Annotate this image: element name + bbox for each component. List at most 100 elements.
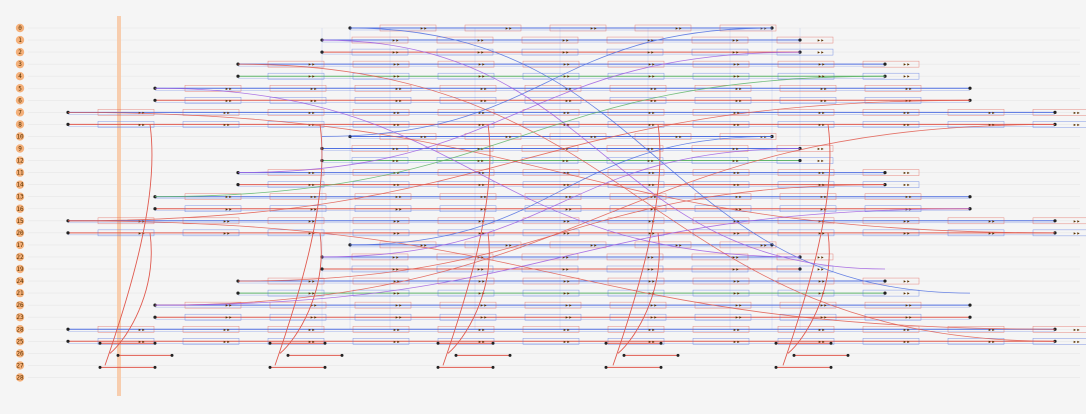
gate-box[interactable] bbox=[269, 193, 327, 200]
node-dot[interactable] bbox=[968, 195, 972, 199]
row-badge[interactable] bbox=[15, 132, 25, 141]
gate-box[interactable] bbox=[521, 36, 579, 44]
gate-box[interactable] bbox=[97, 326, 155, 333]
row-badge[interactable] bbox=[15, 47, 25, 57]
row-badge[interactable] bbox=[15, 337, 25, 346]
gate-box[interactable] bbox=[607, 121, 665, 128]
gate-box[interactable] bbox=[862, 229, 920, 237]
row-badge[interactable] bbox=[15, 96, 25, 105]
gate-box[interactable] bbox=[184, 97, 242, 104]
gate-box[interactable] bbox=[352, 277, 410, 285]
gate-box[interactable] bbox=[692, 277, 750, 285]
node-dot[interactable] bbox=[320, 50, 324, 54]
node-dot[interactable] bbox=[153, 315, 157, 319]
row-badge[interactable] bbox=[15, 23, 25, 33]
gate-box[interactable] bbox=[439, 205, 497, 212]
row-badge[interactable] bbox=[15, 59, 25, 69]
link-curve[interactable] bbox=[104, 124, 153, 366]
gate-box[interactable] bbox=[354, 301, 412, 309]
gate-box[interactable] bbox=[524, 313, 582, 321]
gate-box[interactable] bbox=[352, 72, 410, 80]
gate-box[interactable] bbox=[609, 97, 667, 104]
node-dot[interactable] bbox=[883, 279, 887, 283]
gate-box[interactable] bbox=[862, 169, 920, 176]
gate-box[interactable] bbox=[436, 48, 494, 56]
node-dot[interactable] bbox=[883, 62, 887, 66]
gate-box[interactable] bbox=[864, 85, 922, 92]
gate-box[interactable] bbox=[607, 229, 665, 237]
gate-box[interactable] bbox=[522, 72, 580, 80]
link-curve[interactable] bbox=[237, 51, 801, 173]
gate-box[interactable] bbox=[351, 265, 409, 273]
gate-box[interactable] bbox=[691, 36, 749, 44]
node-dot[interactable] bbox=[1053, 219, 1057, 223]
gate-box[interactable] bbox=[947, 338, 1005, 345]
row-badge[interactable] bbox=[15, 144, 25, 153]
row-badge[interactable] bbox=[15, 180, 25, 189]
gate-box[interactable] bbox=[522, 109, 580, 116]
row-badge[interactable] bbox=[15, 108, 25, 117]
gate-box[interactable] bbox=[269, 301, 327, 309]
node-dot[interactable] bbox=[66, 122, 70, 126]
gate-box[interactable] bbox=[947, 217, 1005, 225]
gate-box[interactable] bbox=[779, 193, 837, 200]
gate-box[interactable] bbox=[607, 289, 665, 297]
node-dot[interactable] bbox=[792, 353, 796, 357]
gate-box[interactable] bbox=[694, 97, 752, 104]
gate-box[interactable] bbox=[437, 338, 495, 345]
gate-box[interactable] bbox=[437, 169, 495, 176]
row-badge[interactable] bbox=[15, 120, 25, 129]
gate-box[interactable] bbox=[779, 205, 837, 212]
row-badge[interactable] bbox=[15, 156, 25, 165]
row-badge[interactable] bbox=[15, 325, 25, 334]
gate-box[interactable] bbox=[437, 109, 495, 116]
node-dot[interactable] bbox=[153, 207, 157, 211]
gate-box[interactable] bbox=[352, 121, 410, 128]
gate-box[interactable] bbox=[607, 277, 665, 285]
gate-box[interactable] bbox=[439, 193, 497, 200]
gate-box[interactable] bbox=[779, 97, 837, 104]
row-badge[interactable] bbox=[15, 276, 25, 286]
gate-box[interactable] bbox=[777, 72, 835, 80]
link-curve[interactable] bbox=[321, 148, 801, 258]
gate-box[interactable] bbox=[691, 253, 749, 261]
node-dot[interactable] bbox=[774, 365, 778, 369]
link-curve[interactable] bbox=[321, 27, 773, 137]
gate-box[interactable] bbox=[606, 253, 664, 261]
gate-box[interactable] bbox=[182, 217, 240, 225]
node-dot[interactable] bbox=[153, 341, 157, 345]
gate-box[interactable] bbox=[777, 338, 835, 345]
gate-box[interactable] bbox=[437, 181, 495, 188]
gate-box[interactable] bbox=[862, 289, 920, 297]
gate-box[interactable] bbox=[692, 326, 750, 333]
gate-box[interactable] bbox=[779, 313, 837, 321]
gate-box[interactable] bbox=[437, 60, 495, 68]
node-dot[interactable] bbox=[323, 341, 327, 345]
link-curve[interactable] bbox=[612, 124, 661, 366]
gate-box[interactable] bbox=[351, 157, 409, 164]
node-dot[interactable] bbox=[323, 365, 327, 369]
node-dot[interactable] bbox=[153, 98, 157, 102]
gate-box[interactable] bbox=[97, 338, 155, 345]
gate-box[interactable] bbox=[437, 72, 495, 80]
link-curve[interactable] bbox=[154, 75, 886, 198]
node-dot[interactable] bbox=[236, 74, 240, 78]
gate-box[interactable] bbox=[862, 277, 920, 285]
gate-box[interactable] bbox=[607, 217, 665, 225]
link-curve[interactable] bbox=[67, 220, 1056, 330]
node-dot[interactable] bbox=[622, 353, 626, 357]
gate-box[interactable] bbox=[521, 145, 579, 152]
gate-box[interactable] bbox=[607, 181, 665, 188]
gate-box[interactable] bbox=[777, 121, 835, 128]
row-badge[interactable] bbox=[15, 228, 25, 238]
node-dot[interactable] bbox=[798, 38, 802, 42]
node-dot[interactable] bbox=[491, 365, 495, 369]
gate-box[interactable] bbox=[777, 60, 835, 68]
link-curve[interactable] bbox=[274, 124, 323, 366]
gate-box[interactable] bbox=[1032, 109, 1086, 116]
gate-box[interactable] bbox=[437, 217, 495, 225]
link-curve[interactable] bbox=[447, 232, 490, 354]
link-curve[interactable] bbox=[67, 111, 1056, 234]
row-badge[interactable] bbox=[15, 192, 25, 201]
gate-box[interactable] bbox=[606, 36, 664, 44]
